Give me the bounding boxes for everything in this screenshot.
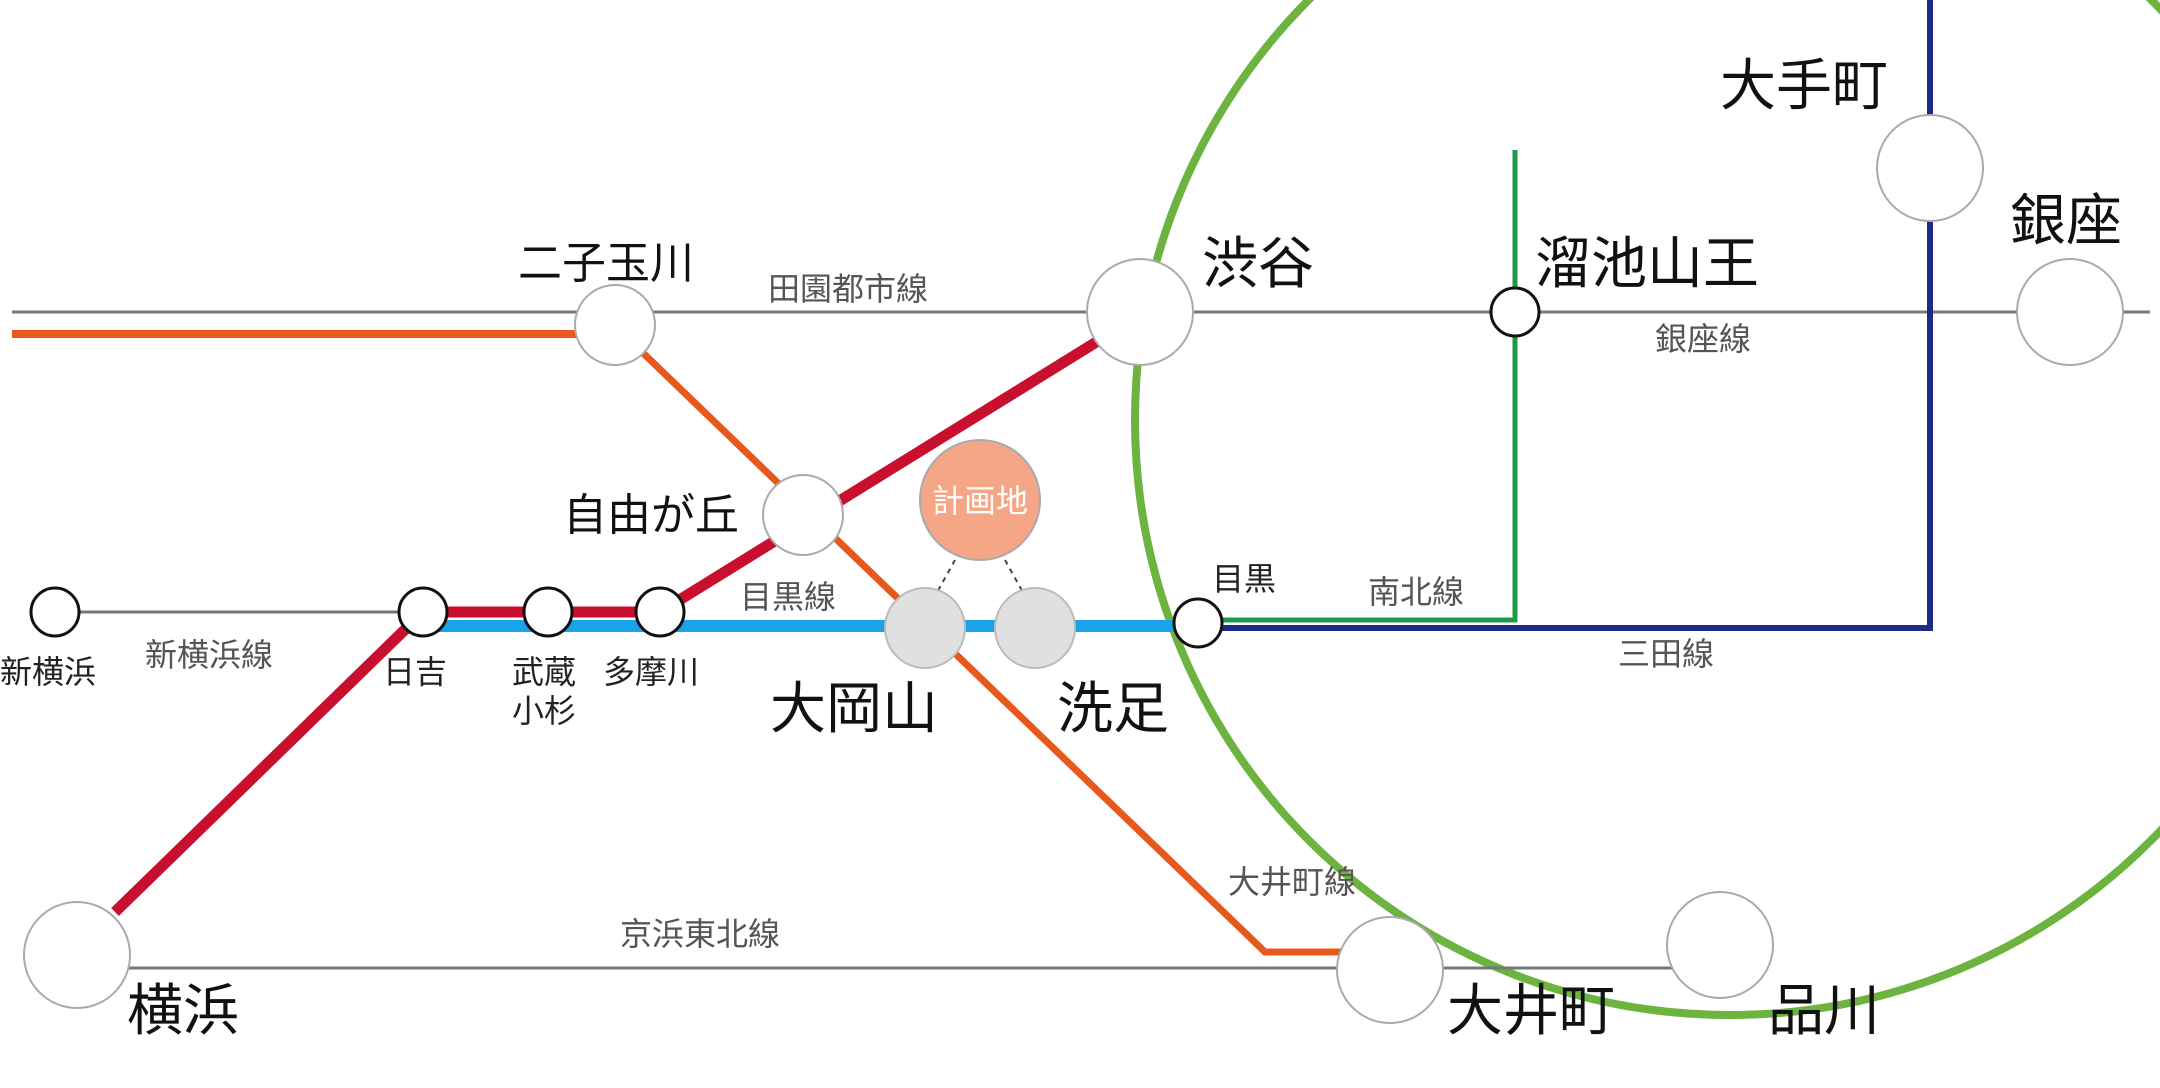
namboku-line [1198, 150, 1518, 623]
station-meguro[interactable] [1172, 597, 1224, 649]
label-ookayama: 大岡山 [770, 677, 938, 742]
label-ginza: 銀座 [2010, 189, 2122, 254]
label-plan-site: 計画地 [932, 482, 1028, 520]
station-futakotamagawa[interactable] [574, 284, 656, 366]
label-line-denentoshi: 田園都市線 [768, 270, 928, 308]
station-otemachi[interactable] [1876, 114, 1984, 222]
label-line-mita: 三田線 [1618, 635, 1714, 673]
label-oimachi: 大井町 [1447, 979, 1615, 1044]
label-shibuya: 渋谷 [1202, 232, 1314, 297]
station-ginza[interactable] [2016, 258, 2124, 366]
label-line-oimachi: 大井町線 [1228, 863, 1356, 901]
station-musashikosugi[interactable] [522, 586, 574, 638]
label-line-namboku: 南北線 [1368, 573, 1464, 611]
label-tamagawa: 多摩川 [603, 653, 699, 691]
label-hiyoshi: 日吉 [383, 653, 447, 691]
station-shinyokohama[interactable] [29, 586, 81, 638]
label-line-shinyokohama: 新横浜線 [145, 636, 273, 674]
label-yokohama: 横浜 [127, 979, 239, 1044]
station-tamagawa[interactable] [634, 586, 686, 638]
station-jiyugaoka[interactable] [762, 474, 844, 556]
label-line-keihin-tohoku: 京浜東北線 [620, 915, 780, 953]
plan-site-marker[interactable] [919, 439, 1041, 561]
label-tameike-sanno: 溜池山王 [1535, 232, 1759, 297]
station-senzoku[interactable] [994, 587, 1076, 669]
label-senzoku: 洗足 [1057, 677, 1169, 742]
station-yokohama[interactable] [23, 901, 131, 1009]
label-meguro: 目黒 [1212, 560, 1276, 598]
label-line-meguro: 目黒線 [740, 578, 836, 616]
station-hiyoshi[interactable] [397, 586, 449, 638]
label-line-ginza: 銀座線 [1655, 320, 1751, 358]
station-shinagawa[interactable] [1666, 891, 1774, 999]
yamanote-line [1131, 0, 2160, 1019]
label-futakotamagawa: 二子玉川 [518, 238, 694, 289]
label-shinagawa: 品川 [1768, 979, 1880, 1044]
station-oimachi[interactable] [1336, 916, 1444, 1024]
station-ookayama[interactable] [884, 587, 966, 669]
label-jiyugaoka: 自由が丘 [563, 490, 739, 541]
label-otemachi: 大手町 [1720, 54, 1888, 119]
label-musashikosugi-1: 武蔵 [512, 653, 576, 691]
station-tameike-sanno[interactable] [1489, 286, 1541, 338]
label-musashikosugi-2: 小杉 [512, 692, 576, 730]
label-shinyokohama: 新横浜 [0, 653, 96, 691]
station-shibuya[interactable] [1086, 258, 1194, 366]
